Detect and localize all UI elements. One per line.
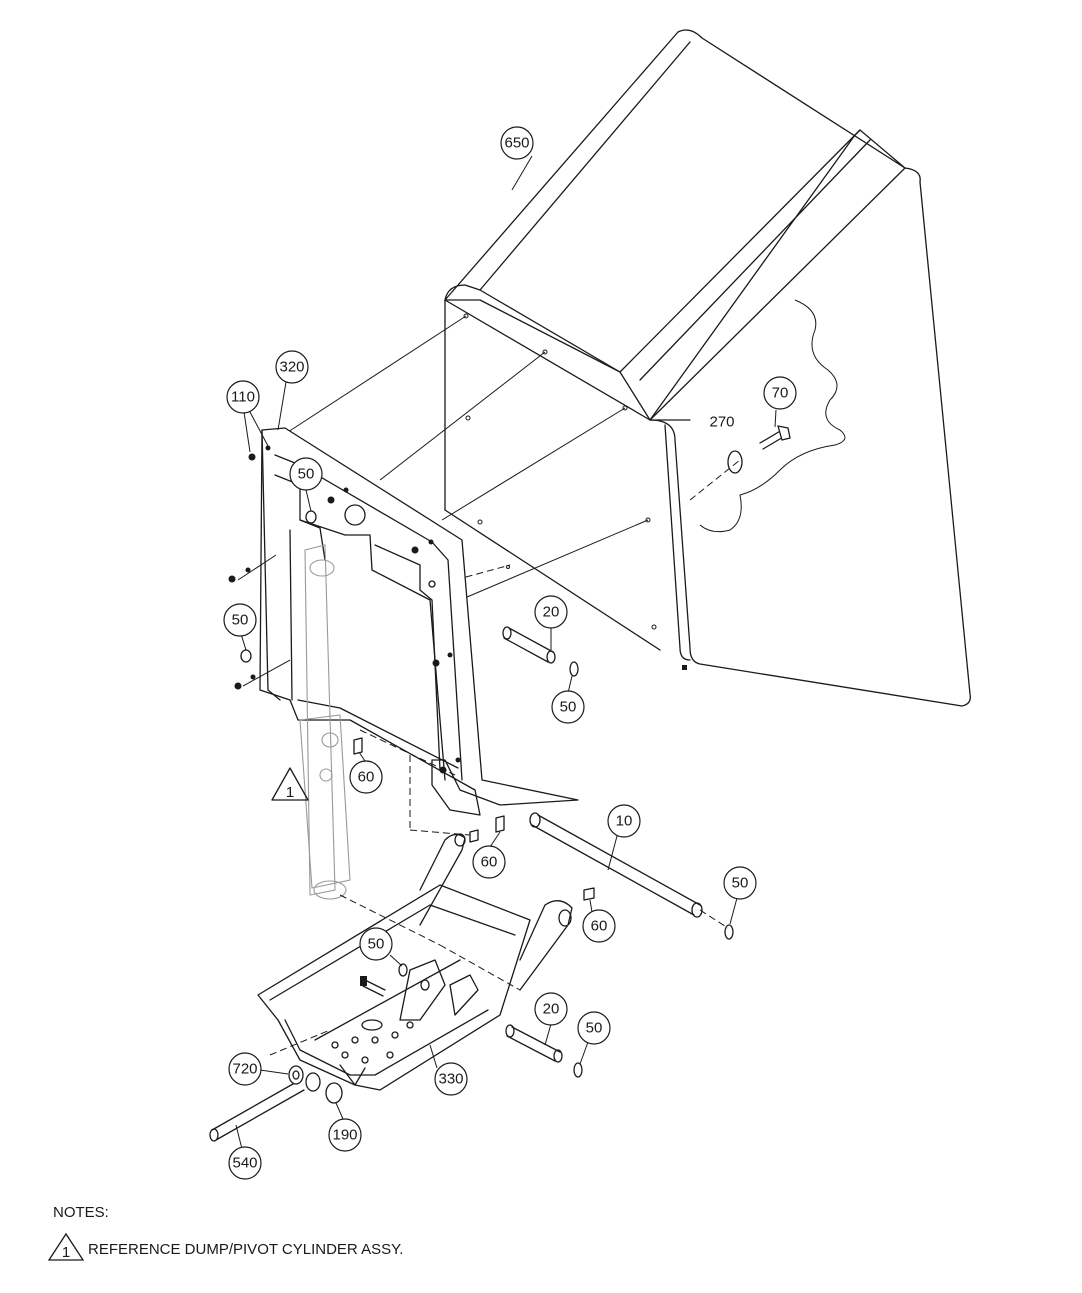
svg-text:20: 20 <box>543 604 560 621</box>
callout-60-cylinder: 60 <box>349 760 383 794</box>
callout-50-pin10: 50 <box>723 866 757 900</box>
svg-text:190: 190 <box>332 1127 357 1144</box>
callout-320: 320 <box>275 350 309 384</box>
svg-text:1: 1 <box>62 1244 70 1261</box>
shaft-540-assembly <box>209 1065 343 1142</box>
callout-720: 720 <box>228 1052 262 1086</box>
alignment-lines <box>287 315 741 601</box>
callout-270: 270 <box>709 414 734 431</box>
svg-text:270: 270 <box>709 414 734 431</box>
pivot-base-330 <box>257 729 573 1091</box>
callout-bubbles: 650 320 110 50 70 270 50 20 50 60 10 60 … <box>223 126 797 1180</box>
svg-text:1: 1 <box>286 784 294 801</box>
svg-text:720: 720 <box>232 1061 257 1078</box>
svg-text:70: 70 <box>772 385 789 402</box>
note-text-1: REFERENCE DUMP/PIVOT CYLINDER ASSY. <box>88 1241 404 1258</box>
svg-text:60: 60 <box>481 854 498 871</box>
pivot-pin-10 <box>529 812 734 940</box>
svg-text:10: 10 <box>616 813 633 830</box>
svg-text:110: 110 <box>231 389 255 406</box>
svg-text:60: 60 <box>358 769 375 786</box>
svg-text:650: 650 <box>504 135 529 152</box>
callout-190: 190 <box>328 1118 362 1152</box>
cylinder-reference <box>299 544 351 900</box>
note-flag-triangle: 1 <box>47 1232 85 1261</box>
callout-50-base-bolt: 50 <box>359 927 393 961</box>
callout-60-base-left: 60 <box>472 845 506 879</box>
callout-20-upper: 20 <box>534 595 568 629</box>
svg-text:50: 50 <box>732 875 749 892</box>
frame-320 <box>228 427 579 816</box>
reference-flag-triangle: 1 <box>271 767 309 801</box>
svg-text:20: 20 <box>543 1001 560 1018</box>
callout-50-lower-pin: 50 <box>577 1011 611 1045</box>
svg-text:50: 50 <box>586 1020 603 1037</box>
pin-20-lower <box>505 1024 583 1078</box>
svg-text:50: 50 <box>298 466 315 483</box>
leader-lines <box>235 155 777 1150</box>
callout-650: 650 <box>500 126 534 160</box>
notes-heading: NOTES: <box>53 1204 109 1221</box>
callout-70: 70 <box>763 376 797 410</box>
grease-fittings-60 <box>353 737 595 901</box>
svg-text:50: 50 <box>368 936 385 953</box>
callout-20-lower: 20 <box>534 992 568 1026</box>
callout-110: 110 <box>226 380 260 414</box>
pin-20-upper <box>502 626 579 677</box>
callout-60-base-right: 60 <box>582 909 616 943</box>
callout-540: 540 <box>228 1146 262 1180</box>
svg-text:50: 50 <box>560 699 577 716</box>
callout-10: 10 <box>607 804 641 838</box>
svg-text:540: 540 <box>232 1155 257 1172</box>
bolt-70-washer-270 <box>727 425 791 474</box>
callout-330: 330 <box>434 1062 468 1096</box>
svg-text:50: 50 <box>232 612 249 629</box>
svg-text:320: 320 <box>279 359 304 376</box>
callout-50-upper-pin: 50 <box>551 690 585 724</box>
svg-text:60: 60 <box>591 918 608 935</box>
callout-50-frame-left: 50 <box>223 603 257 637</box>
svg-text:330: 330 <box>438 1071 463 1088</box>
hopper-650 <box>444 29 971 707</box>
callout-50-frame-top: 50 <box>289 457 323 491</box>
